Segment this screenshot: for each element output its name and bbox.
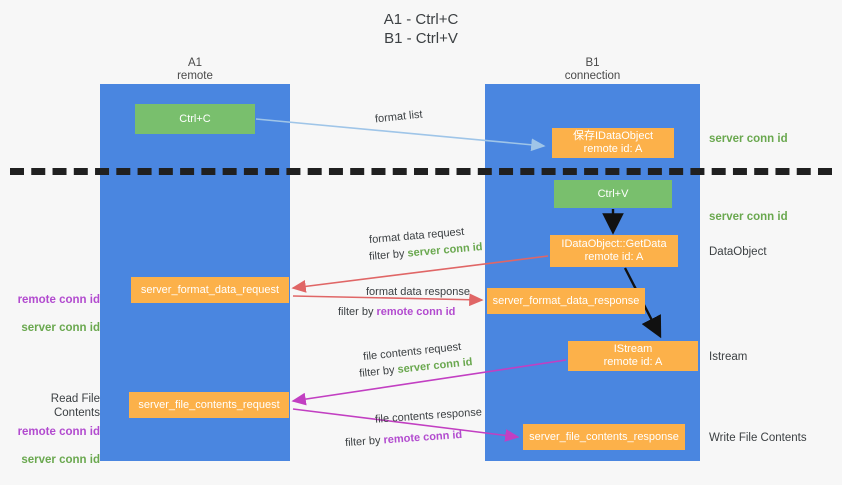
label-conn-ids-bottom: remote conn id server conn id [8,411,100,481]
filter-value-remote-conn-id: remote conn id [383,428,463,447]
dashed-divider [10,168,832,175]
edge-label-file-contents-response: file contents response [374,406,483,426]
node-idataobject[interactable]: 保存IDataObject remote id: A [552,128,674,158]
node-server-file-contents-response[interactable]: server_file_contents_response [523,424,685,450]
node-server-file-contents-request[interactable]: server_file_contents_request [129,392,289,418]
node-server-format-data-request[interactable]: server_format_data_request [131,277,289,303]
lane-header-a1: A1 remote [177,57,213,82]
label-istream: Istream [709,351,748,363]
node-ctrl-v[interactable]: Ctrl+V [554,180,672,208]
label-remote-conn-id-top: remote conn id [17,294,100,306]
filter-value-remote-conn-id: remote conn id [376,306,456,318]
node-idataobject-getdata[interactable]: IDataObject::GetData remote id: A [550,235,678,267]
label-conn-ids-top: remote conn id server conn id [8,279,100,349]
node-server-format-data-response[interactable]: server_format_data_response [487,288,645,314]
edge-label-format-list: format list [374,108,424,126]
label-server-conn-id-left-top: server conn id [21,322,100,334]
filter-prefix: filter by [338,306,377,318]
label-write-file-contents: Write File Contents [709,432,807,444]
filter-prefix: filter by [358,363,399,380]
label-server-conn-id-top: server conn id [709,133,788,145]
label-server-conn-id-mid: server conn id [709,211,788,223]
edge-label-format-data-response-filter: filter by remote conn id [338,305,455,320]
node-istream[interactable]: IStream remote id: A [568,341,698,371]
filter-prefix: filter by [368,247,409,263]
label-remote-conn-id-bottom: remote conn id [17,426,100,438]
lane-header-b1: B1 connection [564,57,621,82]
edge-label-format-data-response: format data response [366,286,470,298]
label-server-conn-id-left-bottom: server conn id [21,454,100,466]
edge-label-file-contents-response-filter: filter by remote conn id [345,428,463,451]
label-read-file-contents: Read File Contents [50,393,100,419]
node-ctrl-c[interactable]: Ctrl+C [135,104,255,134]
page-title: A1 - Ctrl+C B1 - Ctrl+V [383,11,459,47]
filter-prefix: filter by [344,434,384,450]
label-dataobject: DataObject [709,246,767,258]
